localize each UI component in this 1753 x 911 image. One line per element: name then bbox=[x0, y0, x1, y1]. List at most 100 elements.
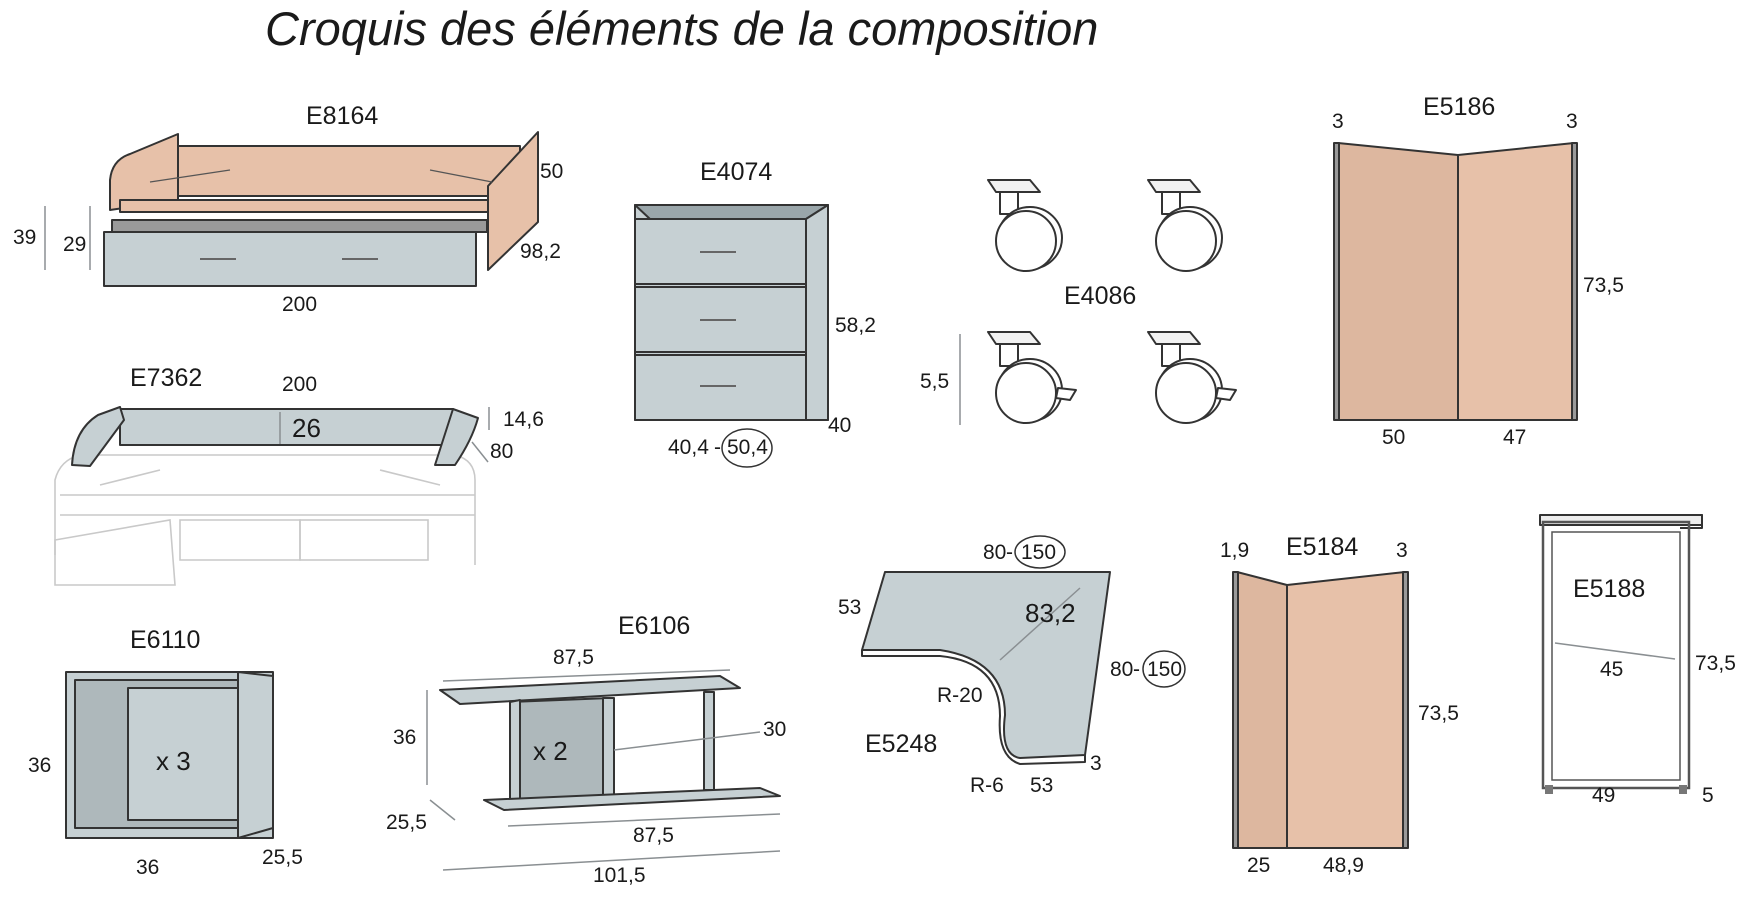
e5248-dim-right-sep: - bbox=[1133, 658, 1140, 681]
e6106-divider-1 bbox=[509, 699, 521, 801]
e5186-panel-right bbox=[1457, 142, 1575, 421]
code-e4074: E4074 bbox=[700, 158, 772, 186]
item-e8164: E8164 39 29 50 98,2 200 bbox=[13, 102, 563, 316]
e5188-frame-outer bbox=[1541, 520, 1691, 790]
e5188-foot-right bbox=[1679, 785, 1687, 794]
item-e4074: E4074 58,2 40 40,4 - 50,4 bbox=[634, 158, 876, 468]
e8164-bracket-2 bbox=[429, 169, 493, 183]
e6110-dim-height: 36 bbox=[28, 754, 51, 777]
e5248-desk-edge bbox=[861, 650, 1086, 765]
e5186-dim-thick-right: 3 bbox=[1566, 110, 1578, 133]
code-e6106: E6106 bbox=[618, 612, 690, 640]
e5188-dim-thickness: 5 bbox=[1702, 784, 1714, 807]
e6106-dim-height: 36 bbox=[393, 726, 416, 749]
e7362-dim-depth: 80 bbox=[490, 440, 513, 463]
e5184-panel-right bbox=[1286, 571, 1406, 849]
e4074-dim-height: 58,2 bbox=[835, 314, 876, 337]
e6106-dim-depth: 25,5 bbox=[386, 811, 427, 834]
e5248-dim-bottom: 53 bbox=[1030, 774, 1053, 797]
e5184-edge-right bbox=[1402, 571, 1409, 849]
item-e5186: E5186 3 3 73,5 50 47 bbox=[1332, 93, 1624, 449]
e5248-dim-top-sep: - bbox=[1006, 541, 1013, 564]
e5248-option-circle-right bbox=[1142, 650, 1186, 688]
e5248-dim-right-a: 80 bbox=[1110, 658, 1133, 681]
e6106-dim-total-line bbox=[442, 850, 781, 871]
e6106-top-board bbox=[439, 675, 741, 705]
e6106-divider-3 bbox=[703, 691, 715, 791]
e8164-bracket-1 bbox=[149, 169, 231, 183]
e5248-option-circle-top bbox=[1014, 535, 1066, 569]
e6110-quantity: x 3 bbox=[156, 746, 191, 776]
e5184-dim-thick-left: 1,9 bbox=[1220, 539, 1249, 562]
e5248-desk-top bbox=[861, 571, 1111, 759]
item-e4086: E4086 5,5 bbox=[920, 179, 1237, 425]
code-e4086: E4086 bbox=[1064, 282, 1136, 310]
e5188-foot-left bbox=[1545, 785, 1553, 794]
e5188-dim-width-bottom: 49 bbox=[1592, 784, 1615, 807]
e6110-dim-depth: 25,5 bbox=[262, 846, 303, 869]
caster-2 bbox=[1147, 179, 1223, 272]
e5248-dim-top-a: 80 bbox=[983, 541, 1006, 564]
e6106-dim-top-line bbox=[442, 669, 731, 682]
item-e5248: 80 - 150 53 83,2 80 - 150 R-20 E5248 R-6… bbox=[838, 535, 1186, 797]
e8164-dim-depth: 98,2 bbox=[520, 240, 561, 263]
e5248-dim-thickness: 3 bbox=[1090, 752, 1102, 775]
e6106-dim-depth-line bbox=[429, 799, 456, 821]
e5248-dim-right-b: 150 bbox=[1147, 658, 1182, 681]
e5248-dim-diag-line bbox=[999, 587, 1081, 661]
e6110-back bbox=[127, 687, 239, 821]
code-e8164: E8164 bbox=[306, 102, 378, 130]
e5248-dim-diag: 83,2 bbox=[1025, 598, 1076, 628]
e7362-ghost-bed bbox=[54, 454, 476, 586]
e5248-dim-left: 53 bbox=[838, 596, 861, 619]
e8164-slats bbox=[111, 219, 488, 233]
e8164-dim-height-back: 50 bbox=[540, 160, 563, 183]
e5188-top-plate bbox=[1539, 514, 1703, 526]
e5186-panel-left bbox=[1337, 142, 1459, 421]
e5186-dim-width-left: 50 bbox=[1382, 426, 1405, 449]
e8164-dim-height-drawer: 29 bbox=[63, 233, 86, 256]
e4074-dim-sep: - bbox=[714, 436, 721, 459]
e5188-dim-width-line bbox=[1554, 642, 1676, 660]
e8164-rail bbox=[119, 199, 491, 213]
e6110-dim-width: 36 bbox=[136, 856, 159, 879]
e5186-dim-height: 73,5 bbox=[1583, 274, 1624, 297]
item-e6106: E6106 87,5 x 2 30 36 25,5 87,5 101,5 bbox=[386, 612, 786, 887]
e6110-side bbox=[237, 671, 274, 839]
e7362-dim-width: 200 bbox=[282, 373, 317, 396]
e5188-dim-height: 73,5 bbox=[1695, 652, 1736, 675]
e7362-dim-height: 26 bbox=[292, 413, 321, 443]
code-e6110: E6110 bbox=[130, 626, 200, 654]
item-e5184: E5184 1,9 3 73,5 25 48,9 bbox=[1220, 533, 1459, 877]
e6106-dim-inner-line bbox=[613, 731, 761, 751]
e6106-divider-2 bbox=[602, 697, 615, 797]
e6106-dim-bottom-line bbox=[507, 813, 781, 827]
e5184-dim-width-right: 48,9 bbox=[1323, 854, 1364, 877]
code-e5188: E5188 bbox=[1573, 575, 1645, 603]
e8164-drawer bbox=[103, 231, 477, 287]
e5184-dim-thick-right: 3 bbox=[1396, 539, 1408, 562]
e4074-dim-depth: 40 bbox=[828, 414, 851, 437]
e8164-dim-height-total: 39 bbox=[13, 226, 36, 249]
e5188-dim-width-inner: 45 bbox=[1600, 658, 1623, 681]
e4074-dim-width-b: 50,4 bbox=[727, 436, 768, 459]
code-e5184: E5184 bbox=[1286, 533, 1358, 561]
e8164-dim-width: 200 bbox=[282, 293, 317, 316]
e5184-edge-left bbox=[1232, 571, 1239, 849]
e6106-dim-bottom-width: 87,5 bbox=[633, 824, 674, 847]
e7362-guard-left bbox=[71, 406, 125, 467]
e8164-left-end bbox=[109, 133, 179, 211]
e4086-dim-height: 5,5 bbox=[920, 370, 949, 393]
item-e6110: E6110 x 3 36 36 25,5 bbox=[28, 626, 303, 879]
e6106-dim-total-width: 101,5 bbox=[593, 864, 646, 887]
e7362-guard-rail bbox=[119, 408, 454, 446]
e5184-dim-width-left: 25 bbox=[1247, 854, 1270, 877]
e7362-dim-80-line bbox=[471, 441, 489, 463]
item-e5188: E5188 45 73,5 49 5 bbox=[1539, 514, 1736, 807]
code-e7362: E7362 bbox=[130, 364, 202, 392]
e7362-guard-right bbox=[434, 408, 479, 466]
e6106-bottom-board bbox=[483, 787, 781, 811]
e6106-dim-inner: 30 bbox=[763, 718, 786, 741]
e4074-drawer-2 bbox=[634, 286, 807, 353]
